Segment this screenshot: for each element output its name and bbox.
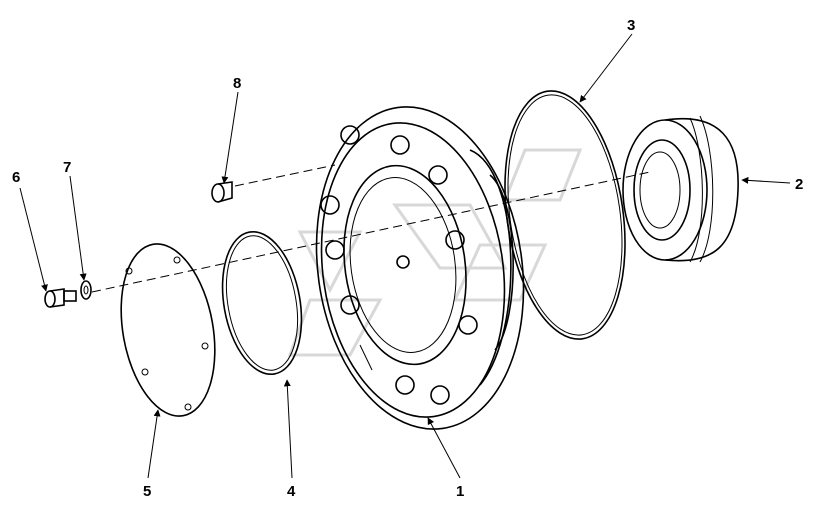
callout-3: 3	[627, 17, 635, 34]
leader-lines	[19, 33, 791, 479]
o-ring-part-4	[221, 230, 303, 376]
callout-4: 4	[287, 483, 296, 500]
callout-6: 6	[12, 169, 20, 186]
washer-part-7	[80, 280, 92, 300]
large-o-ring-part-3	[504, 90, 626, 340]
bolt-part-6	[44, 288, 77, 308]
cover-plate-part-5	[120, 243, 216, 417]
callout-7: 7	[63, 159, 71, 176]
plug-part-8	[211, 181, 233, 203]
callout-5: 5	[143, 483, 151, 500]
callout-8: 8	[233, 75, 241, 92]
assembly-axis-lines	[91, 164, 651, 293]
callout-1: 1	[456, 483, 464, 500]
bearing-part-2	[622, 115, 739, 263]
callout-2: 2	[795, 176, 803, 193]
housing-part-1	[315, 106, 525, 430]
